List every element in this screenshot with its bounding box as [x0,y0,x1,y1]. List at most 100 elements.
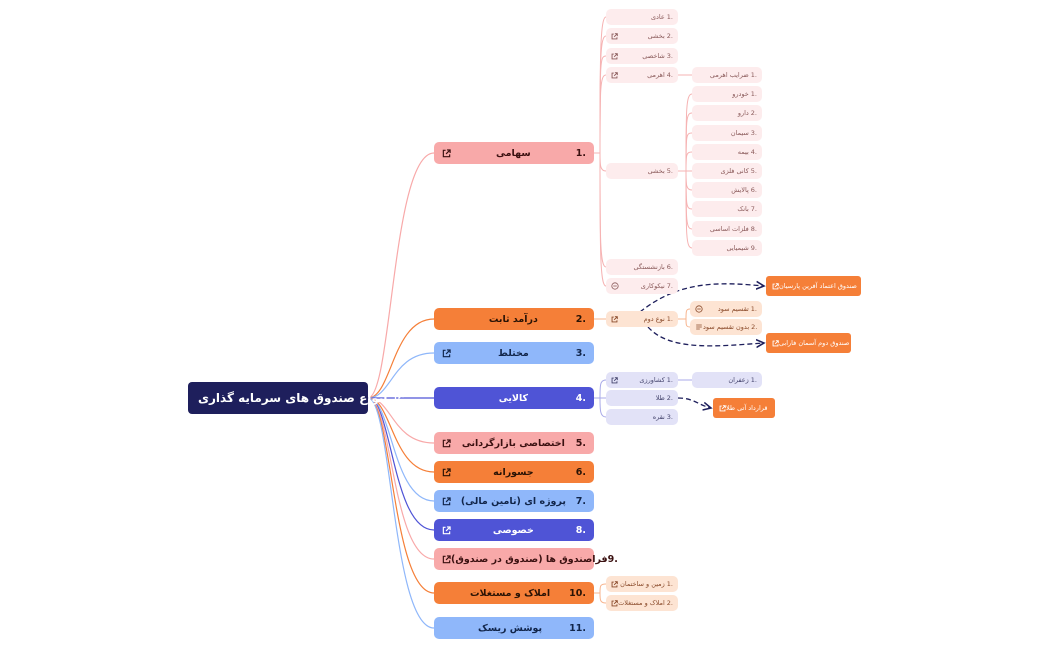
external-link-icon[interactable] [442,148,451,158]
child-number: 7. [666,282,673,290]
commodity-child-agri[interactable]: کشاورزی 1. [606,372,678,388]
main-node-hedge[interactable]: پوشش ریسک 11. [434,617,594,639]
fixed-income-type-two[interactable]: نوع دوم 1. [606,311,678,327]
child-number: 3. [666,52,673,60]
main-label: مختلط [498,347,529,359]
external-link-icon[interactable] [611,52,618,60]
child-label: املاک و مستغلات [618,599,665,607]
fixed-income-no-dividend[interactable]: بدون تقسیم سود 2. [690,319,762,335]
realestate-child-property[interactable]: املاک و مستغلات 2. [606,595,678,611]
external-link-icon[interactable] [442,554,451,564]
main-number: 3. [575,347,586,359]
child-number: 6. [666,263,673,271]
callout-label: قرارداد آتی طلا [726,404,768,412]
callout-farabi-fund[interactable]: صندوق دوم آسمان فارابی [766,333,851,353]
main-label: جسورانه [493,466,534,478]
external-link-icon[interactable] [442,525,451,535]
child-number: 1. [666,13,673,21]
external-link-icon[interactable] [611,580,618,588]
main-label: پوشش ریسک [478,622,543,634]
main-number: 1. [575,147,586,159]
sector-label: بیمه [737,148,749,156]
equity-child-sector-b[interactable]: بخشی 5. [606,163,678,179]
sector-number: 1. [750,90,757,98]
equity-child-sector-a[interactable]: بخشی 2. [606,28,678,44]
main-number: 7. [575,495,586,507]
main-node-private[interactable]: خصوصی 8. [434,519,594,541]
equity-child-index[interactable]: شاخصی 3. [606,48,678,64]
sector-number: 6. [750,186,757,194]
main-node-equity[interactable]: سهامی 1. [434,142,594,164]
callout-gold-futures[interactable]: قرارداد آتی طلا [713,398,775,418]
collapse-icon[interactable] [695,305,703,313]
sector-label: شیمیایی [726,244,749,252]
external-link-icon[interactable] [611,71,618,79]
external-link-icon[interactable] [772,339,779,347]
callout-parsian-fund[interactable]: صندوق اعتماد آفرین پارسیان [766,276,861,296]
main-node-fixed-income[interactable]: درآمد ثابت 2. [434,308,594,330]
external-link-icon[interactable] [394,393,404,403]
sector-number: 5. [750,167,757,175]
child-label: اهرمی [647,71,665,79]
external-link-icon[interactable] [442,348,451,358]
equity-child-pension[interactable]: بازنشستگی 6. [606,259,678,275]
main-label: سهامی [496,147,531,159]
external-link-icon[interactable] [442,438,451,448]
agri-child-saffron[interactable]: زعفران 1. [692,372,762,388]
realestate-child-land[interactable]: زمین و ساختمان 1. [606,576,678,592]
equity-child-charity[interactable]: نیکوکاری 7. [606,278,678,294]
external-link-icon[interactable] [611,376,618,384]
leverage-child-ratios[interactable]: ضرایب اهرمی 1. [692,67,762,83]
main-number: 5. [575,437,586,449]
external-link-icon[interactable] [442,467,451,477]
commodity-child-silver[interactable]: نقره 3. [606,409,678,425]
equity-child-normal[interactable]: عادی 1. [606,9,678,25]
notes-icon[interactable] [695,323,703,331]
collapse-icon[interactable] [611,282,619,290]
sector-number: 8. [750,225,757,233]
main-node-market-making[interactable]: اختصاصی بازارگردانی 5. [434,432,594,454]
main-number: 8. [575,524,586,536]
main-node-real-estate[interactable]: املاک و مستغلات 10. [434,582,594,604]
sector-label: سیمان [730,129,749,137]
main-node-mixed[interactable]: مختلط 3. [434,342,594,364]
child-label: زعفران [728,376,749,384]
sector-label: فلزات اساسی [709,225,749,233]
child-number: 1. [666,315,673,323]
child-number: 4. [666,71,673,79]
external-link-icon[interactable] [442,496,451,506]
main-label: اختصاصی بازارگردانی [461,437,565,449]
main-node-project[interactable]: پروژه ای (تامین مالی) 7. [434,490,594,512]
main-label: کالایی [498,392,529,404]
external-link-icon[interactable] [611,32,618,40]
equity-child-leverage[interactable]: اهرمی 4. [606,67,678,83]
link-root-3 [367,352,435,399]
child-number: 3. [666,413,673,421]
external-link-icon[interactable] [611,315,618,323]
fixed-income-dividend[interactable]: تقسیم سود 1. [690,301,762,317]
link-root-2 [367,318,435,399]
link-root-11 [367,397,435,629]
root-node[interactable]: انواع صندوق های سرمایه گذاری [188,382,404,414]
child-number: 2. [666,394,673,402]
commodity-child-gold[interactable]: طلا 2. [606,390,678,406]
external-link-icon[interactable] [611,599,618,607]
main-node-fund-of-funds[interactable]: فراصندوق ها (صندوق در صندوق) 9. [434,548,618,570]
external-link-icon[interactable] [719,404,726,412]
callout-link-farabi [647,326,764,346]
sector-number: 4. [750,148,757,156]
main-node-commodity[interactable]: کالایی 4. [434,387,594,409]
link-root-8 [367,397,435,531]
main-node-venture[interactable]: جسورانه 6. [434,461,594,483]
main-label: پروژه ای (تامین مالی) [460,495,566,507]
external-link-icon[interactable] [772,282,779,290]
